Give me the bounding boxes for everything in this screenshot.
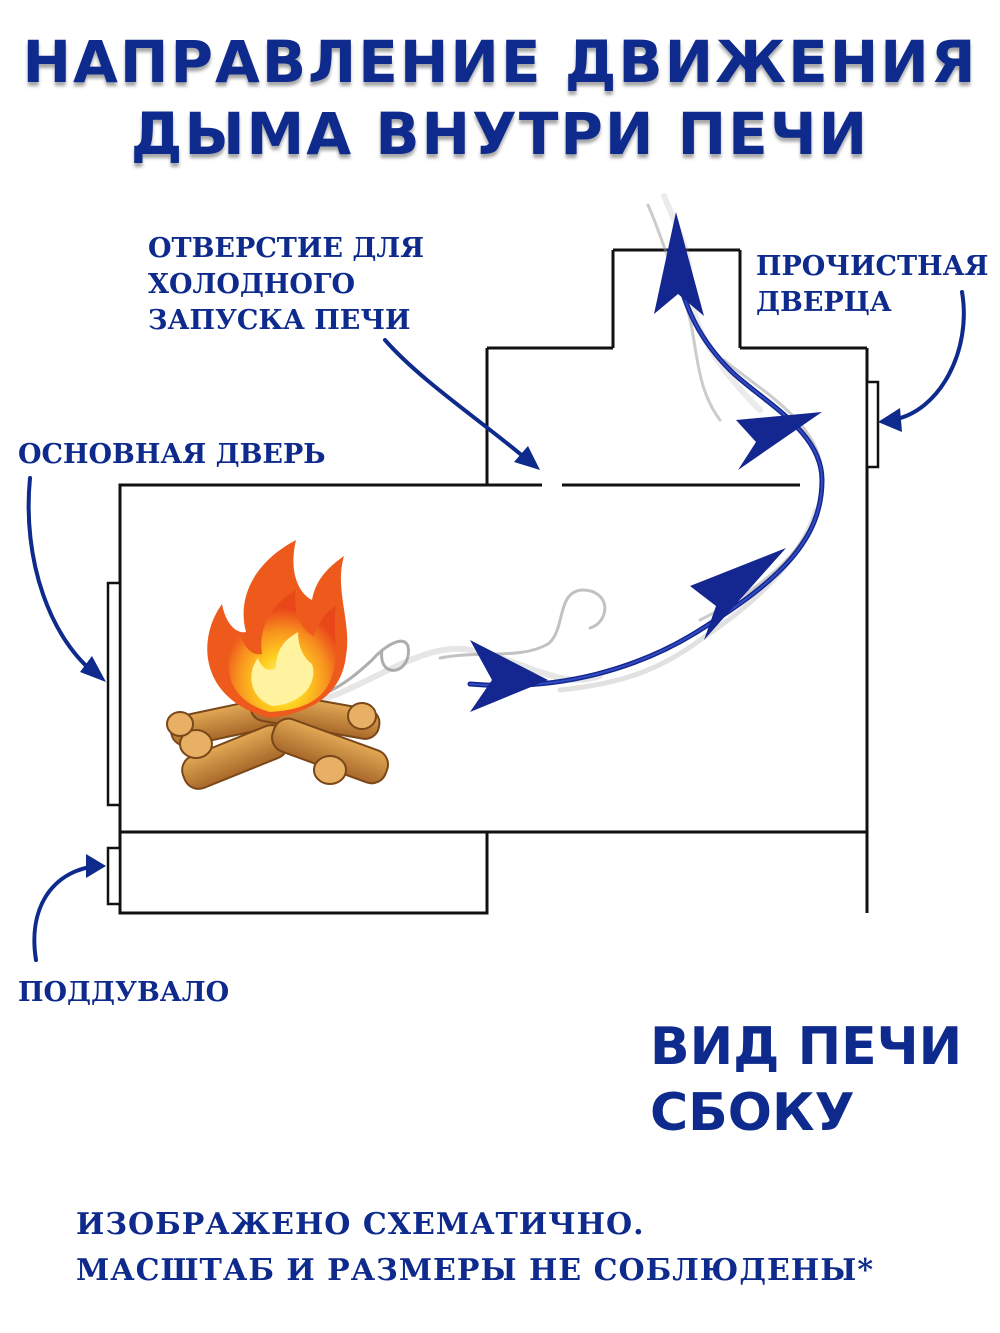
label-cold-start-hole-2: ХОЛОДНОГО: [148, 269, 356, 300]
label-cold-start-hole-3: ЗАПУСКА ПЕЧИ: [148, 305, 411, 336]
ash-pit-door: [106, 846, 122, 906]
main-door: [106, 581, 122, 807]
title-line-2: ДЫМА ВНУТРИ ПЕЧИ: [130, 100, 870, 168]
label-main-door: ОСНОВНАЯ ДВЕРЬ: [18, 439, 326, 470]
arrow-icon: [467, 212, 825, 712]
pointer-arrows: [26, 290, 966, 962]
firewood-icon: [166, 690, 389, 790]
note-line-1: ИЗОБРАЖЕНО СХЕМАТИЧНО.: [76, 1207, 645, 1242]
title-line-1: НАПРАВЛЕНИЕ ДВИЖЕНИЯ: [22, 28, 978, 96]
label-ash-pit: ПОДДУВАЛО: [18, 977, 230, 1008]
note-line-2: МАСШТАБ И РАЗМЕРЫ НЕ СОБЛЮДЕНЫ*: [76, 1253, 875, 1288]
fire-icon: [207, 540, 348, 718]
view-caption-2: СБОКУ: [650, 1083, 855, 1143]
label-cold-start-hole-1: ОТВЕРСТИЕ ДЛЯ: [148, 233, 425, 264]
label-cleaning-door-1: ПРОЧИСТНАЯ: [756, 251, 989, 282]
label-cleaning-door-2: ДВЕРЦА: [756, 287, 892, 318]
cleaning-door: [865, 380, 880, 469]
view-caption-1: ВИД ПЕЧИ: [650, 1017, 963, 1077]
